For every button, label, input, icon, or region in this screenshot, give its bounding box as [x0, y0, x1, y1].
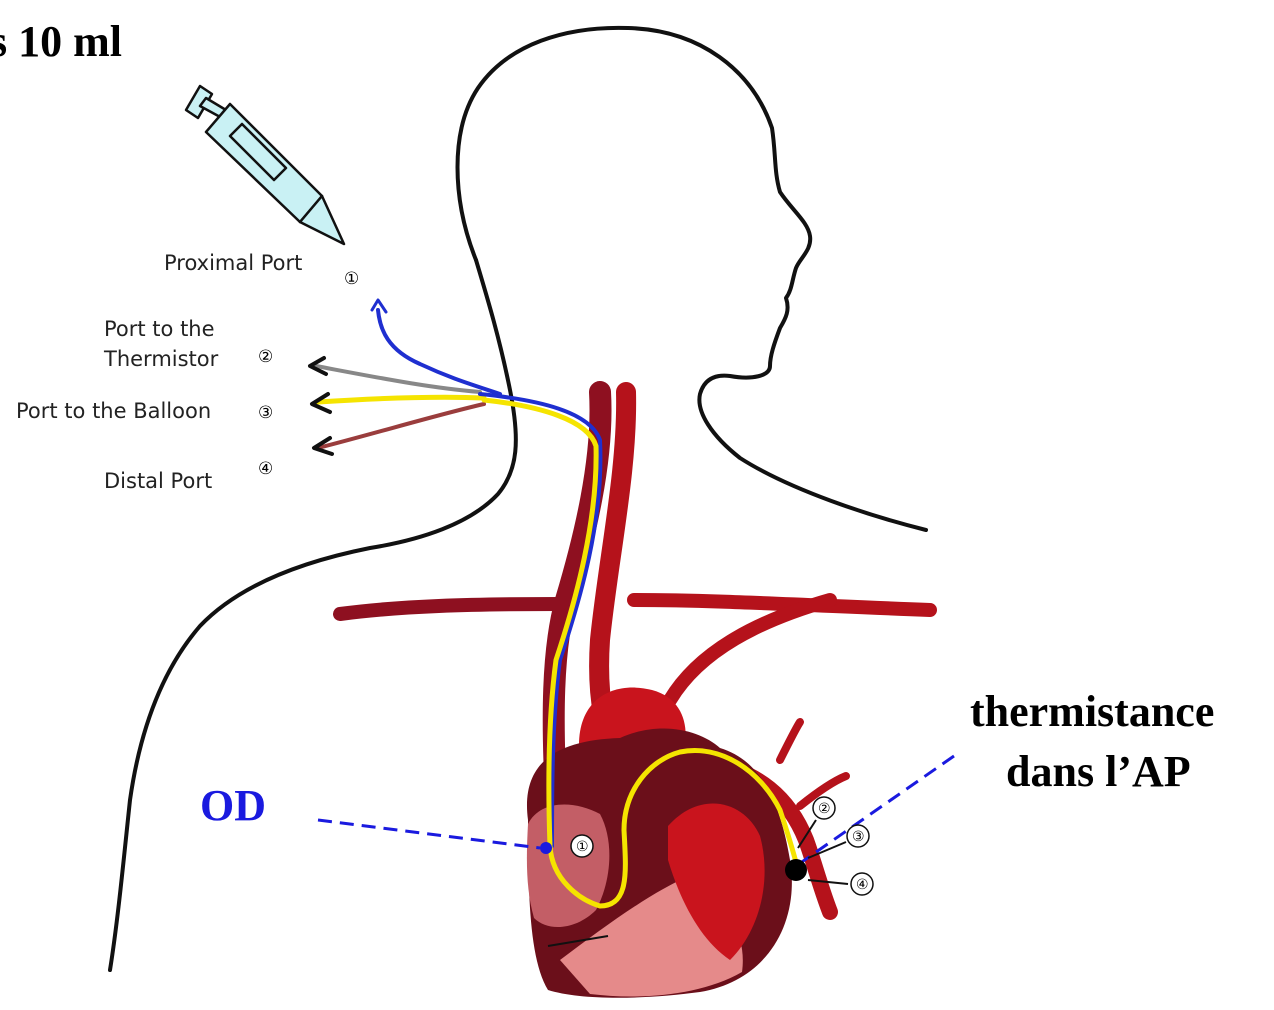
pulmonary-small-branch-1 — [780, 722, 800, 760]
heart — [527, 688, 792, 998]
port-label-thermistor-line1: Port to the — [104, 317, 215, 341]
thermistance-label-line1: thermistance — [970, 687, 1214, 736]
od-marker: ① — [576, 839, 589, 855]
subclavian-right — [634, 600, 930, 610]
od-point — [540, 842, 552, 854]
syringe-icon — [186, 86, 344, 244]
head-front-outline — [458, 28, 927, 530]
port-marker-4: ④ — [258, 459, 273, 479]
port-label-thermistor-line2: Thermistor — [103, 347, 219, 371]
pulmonary-artery-branch-upper — [670, 600, 830, 700]
catheter-lumen-yellow-external — [318, 397, 484, 402]
tip-marker-2: ② — [818, 801, 831, 817]
port-marker-2: ② — [258, 347, 273, 367]
port-label-distal: Distal Port — [104, 469, 212, 493]
catheter-lumen-brown — [318, 404, 484, 448]
tip-marker-4: ④ — [856, 877, 869, 893]
port-marker-3: ③ — [258, 403, 273, 423]
thermistance-label-line2: dans l’AP — [1006, 747, 1191, 796]
tip-marker-3: ③ — [852, 829, 865, 845]
port-label-proximal: Proximal Port — [164, 251, 302, 275]
port-marker-1: ① — [344, 269, 359, 289]
port-label-balloon: Port to the Balloon — [16, 399, 211, 423]
od-dashed-line — [318, 820, 540, 848]
subclavian-left — [340, 604, 560, 614]
balloon-tip — [785, 859, 807, 881]
od-label: OD — [200, 781, 266, 830]
injection-volume-label: s 10 ml — [0, 17, 122, 66]
